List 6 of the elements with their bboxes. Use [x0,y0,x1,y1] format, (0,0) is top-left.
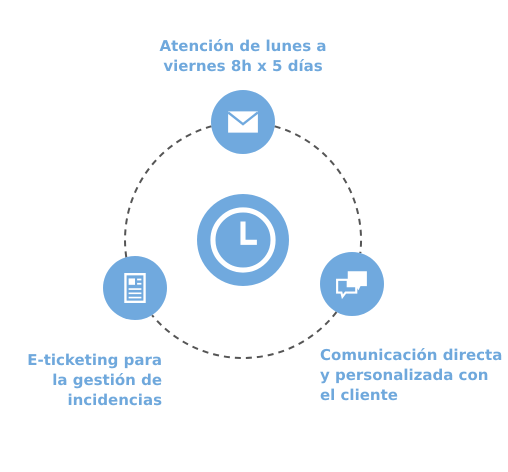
feature-text: Atención de lunes a viernes 8h x 5 días [158,36,328,76]
feature-text: E-ticketing para la gestión de incidencias [26,350,162,410]
dashed-arc [124,125,212,258]
dashed-arc [151,311,338,359]
feature-text: Comunicación directa y personalizada con el cliente [320,345,504,405]
dashed-arc [274,125,362,254]
